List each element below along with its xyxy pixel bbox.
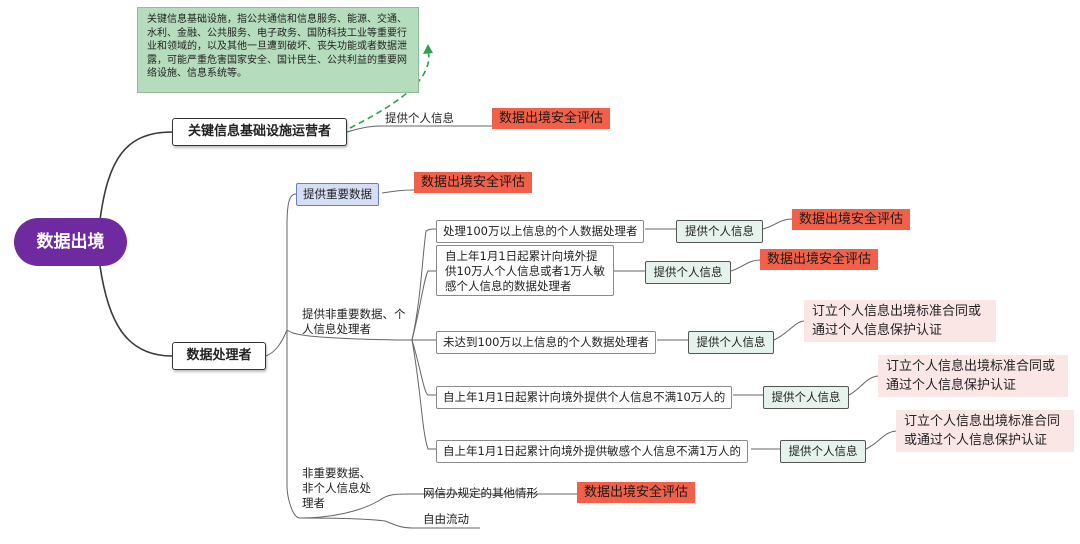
case-2-outcome[interactable]: 数据出境安全评估 — [760, 249, 879, 270]
case-3-action[interactable]: 提供个人信息 — [688, 331, 774, 354]
case-5-condition[interactable]: 自上年1月1日起累计向境外提供敏感个人信息不满1万人的 — [436, 440, 748, 463]
cii-outcome-assessment[interactable]: 数据出境安全评估 — [492, 108, 611, 129]
case-2-action[interactable]: 提供个人信息 — [645, 261, 731, 284]
other-item-free-flow[interactable]: 自由流动 — [423, 512, 469, 526]
case-1-condition[interactable]: 处理100万以上信息的个人数据处理者 — [436, 220, 645, 243]
case-4-condition[interactable]: 自上年1月1日起累计向境外提供个人信息不满10万人的 — [436, 386, 733, 409]
case-3-condition[interactable]: 未达到100万以上信息的个人数据处理者 — [436, 331, 656, 354]
cii-operator-node[interactable]: 关键信息基础设施运营者 — [172, 118, 347, 146]
case-1-outcome[interactable]: 数据出境安全评估 — [792, 209, 911, 230]
data-processor-node[interactable]: 数据处理者 — [172, 342, 266, 370]
other-item-cac-outcome[interactable]: 数据出境安全评估 — [577, 482, 696, 503]
case-4-action[interactable]: 提供个人信息 — [763, 386, 849, 409]
non-important-data-node[interactable]: 提供非重要数据、个人信息处理者 — [302, 307, 406, 336]
case-5-action[interactable]: 提供个人信息 — [780, 440, 866, 463]
case-3-outcome[interactable]: 订立个人信息出境标准合同或通过个人信息保护认证 — [804, 300, 996, 342]
root-node[interactable]: 数据出境 — [14, 218, 127, 266]
case-4-outcome[interactable]: 订立个人信息出境标准合同或通过个人信息保护认证 — [878, 355, 1068, 397]
case-5-outcome[interactable]: 订立个人信息出境标准合同或通过个人信息保护认证 — [896, 410, 1074, 452]
other-data-node[interactable]: 非重要数据、非个人信息处理者 — [302, 466, 371, 510]
cii-action-label: 提供个人信息 — [385, 111, 454, 125]
cii-definition-note: 关键信息基础设施，指公共通信和信息服务、能源、交通、水利、金融、公共服务、电子政… — [137, 7, 419, 93]
important-data-node[interactable]: 提供重要数据 — [296, 183, 379, 206]
case-2-condition[interactable]: 自上年1月1日起累计向境外提供10万人个人信息或者1万人敏感个人信息的数据处理者 — [436, 245, 614, 296]
case-1-action[interactable]: 提供个人信息 — [676, 220, 763, 243]
other-item-cac[interactable]: 网信办规定的其他情形 — [423, 486, 538, 500]
important-data-outcome[interactable]: 数据出境安全评估 — [414, 172, 533, 193]
